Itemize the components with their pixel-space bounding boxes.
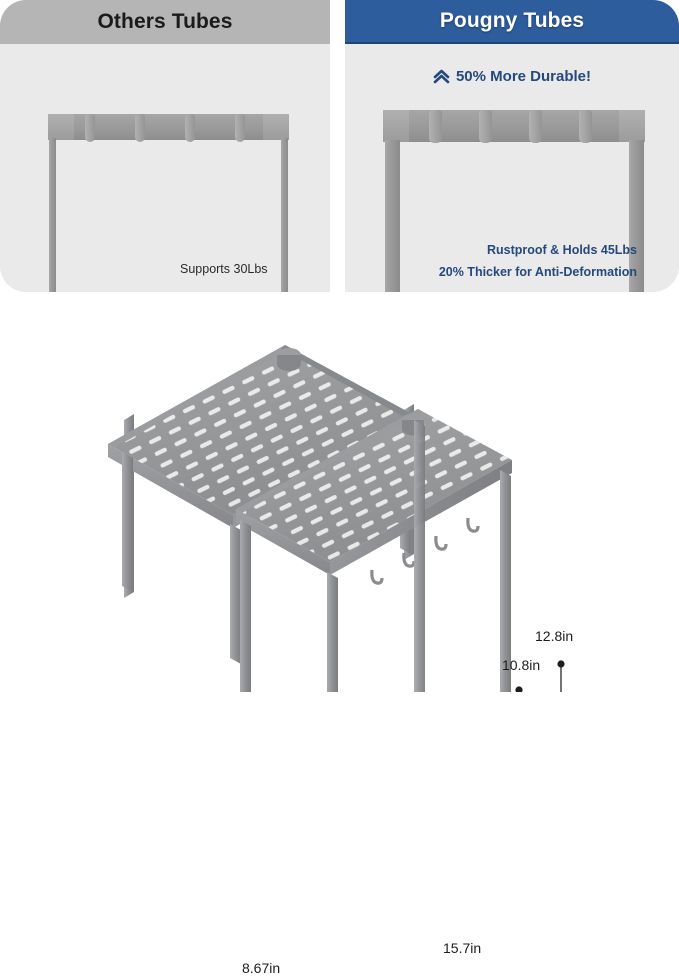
pougny-hook-4	[579, 110, 592, 143]
double-chevron-up-icon	[433, 69, 450, 85]
pougny-top-bar-cap-right	[619, 110, 645, 142]
panel-body-pougny	[345, 0, 679, 292]
comparison-panel-others: Others Tubes Supports 30Lbs	[0, 0, 330, 292]
pougny-thickness-note: 20% Thicker for Anti-Deformation	[438, 265, 637, 279]
others-title: Others Tubes	[97, 10, 233, 33]
dimension-lines	[515, 660, 565, 692]
others-header: Others Tubes	[0, 0, 330, 44]
others-hook-2	[135, 114, 145, 142]
dimension-label-height-inner: 10.8in	[502, 657, 541, 673]
others-top-bar-cap-left	[48, 114, 74, 140]
others-capacity-note: Supports 30Lbs	[180, 262, 268, 276]
pougny-hook-1	[429, 110, 442, 143]
pougny-hook-2	[479, 110, 492, 143]
others-leg-right	[281, 138, 288, 292]
durable-badge-label: 50% More Durable!	[455, 68, 592, 85]
pougny-hook-3	[529, 110, 542, 143]
others-top-bar-cap-right	[263, 114, 289, 140]
pougny-top-bar-cap-left	[383, 110, 409, 142]
comparison-panel-pougny: Pougny Tubes 50% More Durable! Rustproof…	[345, 0, 679, 292]
pougny-top-bar	[383, 110, 645, 142]
others-leg-left	[49, 138, 56, 292]
pougny-leg-left	[385, 140, 400, 292]
pougny-tube-frame	[345, 0, 679, 292]
others-hook-4	[235, 114, 245, 142]
pougny-title: Pougny Tubes	[439, 9, 585, 32]
durable-badge: 50% More Durable!	[345, 68, 679, 85]
others-hook-3	[185, 114, 195, 142]
rack-front-unit	[236, 409, 512, 692]
dimension-label-depth: 15.7in	[443, 940, 482, 956]
others-tube-frame	[0, 0, 330, 292]
pougny-leg-right	[629, 140, 644, 292]
product-rack-illustration	[108, 345, 565, 692]
tube-comparison-section: Others Tubes Supports 30Lbs Pougny Tubes	[0, 0, 679, 292]
dimension-label-height-outer: 12.8in	[535, 628, 574, 644]
pougny-header: Pougny Tubes	[345, 0, 679, 44]
dimension-label-width: 8.67in	[242, 960, 281, 976]
pougny-capacity-note: Rustproof & Holds 45Lbs	[486, 243, 637, 257]
others-hook-1	[85, 114, 95, 142]
product-photo-section: 12.8in 10.8in 15.7in 8.67in	[0, 292, 679, 976]
